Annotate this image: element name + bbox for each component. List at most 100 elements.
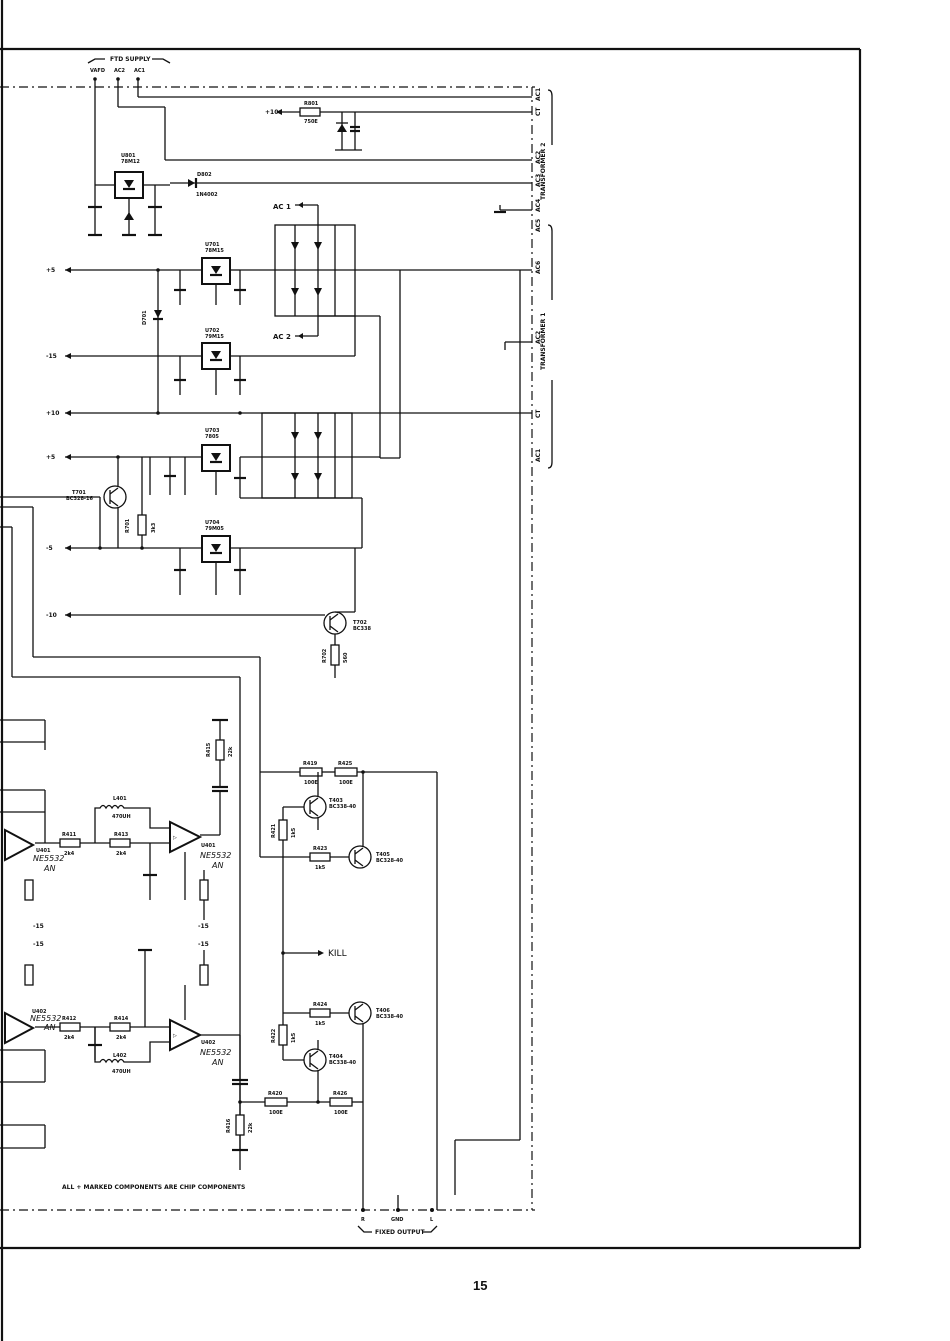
svg-text:R414: R414 [114, 1016, 129, 1022]
resistor-r414 [109, 1022, 131, 1032]
resistor-r416 [235, 1114, 245, 1136]
svg-text:AC4: AC4 [535, 199, 542, 212]
svg-text:79M15: 79M15 [205, 334, 224, 340]
page-frame [0, 0, 862, 1341]
regulator-u703-section: U703 7805 [149, 412, 380, 548]
resistor-r425 [334, 767, 358, 777]
svg-text:BC328-16: BC328-16 [66, 496, 93, 502]
svg-text:D802: D802 [197, 172, 212, 178]
regulator-u701-icon [211, 266, 221, 274]
transistor-t701-icon [103, 485, 127, 509]
rail-label-5: -5 [46, 545, 53, 552]
svg-text:T404: T404 [329, 1054, 343, 1060]
svg-text:R413: R413 [114, 832, 129, 838]
svg-text:560: 560 [343, 652, 349, 663]
svg-text:T406: T406 [376, 1008, 390, 1014]
resistor-r426 [329, 1097, 353, 1107]
svg-text:R801: R801 [304, 101, 319, 107]
svg-text:NE5532: NE5532 [33, 854, 64, 863]
transistor-t405-icon [348, 845, 372, 869]
svg-text:AC1: AC1 [535, 88, 542, 101]
svg-text:NE5532: NE5532 [200, 1048, 231, 1057]
svg-text:CT: CT [535, 409, 542, 418]
svg-text:BC338-40: BC338-40 [376, 1014, 403, 1020]
svg-text:R424: R424 [313, 1002, 328, 1008]
fixed-output-label: FIXED OUTPUT [375, 1229, 425, 1236]
svg-text:T701: T701 [72, 490, 86, 496]
svg-text:AC6: AC6 [535, 261, 542, 274]
resistor-r701 [137, 514, 147, 536]
svg-text:U402: U402 [201, 1040, 216, 1046]
ftd-supply-header: FTD SUPPLY VAFD AC2 AC1 [87, 56, 171, 81]
svg-text:U402: U402 [32, 1009, 47, 1015]
svg-text:2k4: 2k4 [64, 1035, 75, 1041]
kill-label: KILL [328, 949, 347, 959]
svg-text:AC2: AC2 [535, 151, 542, 164]
svg-text:AN: AN [211, 1058, 223, 1067]
svg-text:U701: U701 [205, 242, 220, 248]
resistor-r421 [278, 819, 288, 841]
svg-text:CT: CT [535, 107, 542, 116]
footer-block: ALL + MARKED COMPONENTS ARE CHIP COMPONE… [62, 1184, 487, 1293]
svg-text:1N4002: 1N4002 [196, 192, 218, 198]
svg-text:1k5: 1k5 [315, 1021, 326, 1027]
connector-strip [0, 86, 535, 1211]
svg-text:AN: AN [43, 1023, 55, 1032]
svg-text:7805: 7805 [205, 434, 219, 440]
transistor-t406-icon [348, 1001, 372, 1025]
rail-label-3: +10 [46, 410, 59, 417]
ftd-pin-vafd: VAFD [90, 68, 105, 74]
svg-text:R425: R425 [338, 761, 353, 767]
svg-text:R421: R421 [271, 823, 277, 838]
resistor-r420 [264, 1097, 288, 1107]
svg-text:T702: T702 [353, 620, 367, 626]
diode-d802-icon [188, 179, 195, 187]
transistor-t403-icon [303, 795, 327, 819]
svg-text:BC328-40: BC328-40 [376, 858, 403, 864]
svg-text:R411: R411 [62, 832, 77, 838]
svg-text:L402: L402 [113, 1053, 127, 1059]
opamp-u401-left-icon [4, 828, 36, 862]
svg-text:BC338-40: BC338-40 [329, 1060, 356, 1066]
svg-text:AC3: AC3 [535, 174, 542, 187]
transistor-t702-icon [323, 611, 347, 635]
svg-text:T403: T403 [329, 798, 343, 804]
svg-text:470UH: 470UH [112, 1069, 131, 1075]
routing-wires [0, 270, 521, 1195]
svg-text:78M15: 78M15 [205, 248, 224, 254]
svg-text:U401: U401 [201, 843, 216, 849]
regulator-u801: U801 78M12 [88, 153, 170, 237]
svg-text:-15: -15 [198, 941, 209, 948]
svg-text:R702: R702 [322, 648, 328, 663]
ftd-supply-title: FTD SUPPLY [110, 56, 151, 63]
opamp-u402-icon [169, 1018, 203, 1052]
svg-text:AC5: AC5 [535, 219, 542, 232]
svg-text:78M12: 78M12 [121, 159, 140, 165]
regulators-plus15-minus15: U701 78M15 U702 79M15 D701 [142, 242, 356, 415]
svg-text:100E: 100E [339, 780, 353, 786]
svg-text:750E: 750E [304, 119, 318, 125]
svg-text:100E: 100E [304, 780, 318, 786]
svg-text:R423: R423 [313, 846, 328, 852]
resistor-r423 [309, 852, 331, 862]
svg-text:NE5532: NE5532 [200, 851, 231, 860]
svg-text:-15: -15 [198, 923, 209, 930]
svg-text:2k4: 2k4 [116, 1035, 127, 1041]
svg-text:U704: U704 [205, 520, 220, 526]
mute-section: R419 100E R425 100E T403 BC338-40 R421 1… [238, 761, 438, 1210]
svg-text:BC338: BC338 [353, 626, 371, 632]
svg-text:AC2: AC2 [535, 331, 542, 344]
svg-text:1k5: 1k5 [291, 1032, 297, 1043]
svg-text:-15: -15 [33, 941, 44, 948]
svg-text:AN: AN [211, 861, 223, 870]
regulator-u801-icon [124, 180, 134, 188]
output-pin-gnd: GND [391, 1217, 403, 1223]
svg-text:R422: R422 [271, 1028, 277, 1043]
svg-text:22k: 22k [248, 1122, 254, 1133]
resistor-r412 [59, 1022, 81, 1032]
svg-text:R426: R426 [333, 1091, 348, 1097]
svg-text:D701: D701 [142, 310, 148, 325]
svg-text:AN: AN [43, 864, 55, 873]
svg-text:2k4: 2k4 [116, 851, 127, 857]
